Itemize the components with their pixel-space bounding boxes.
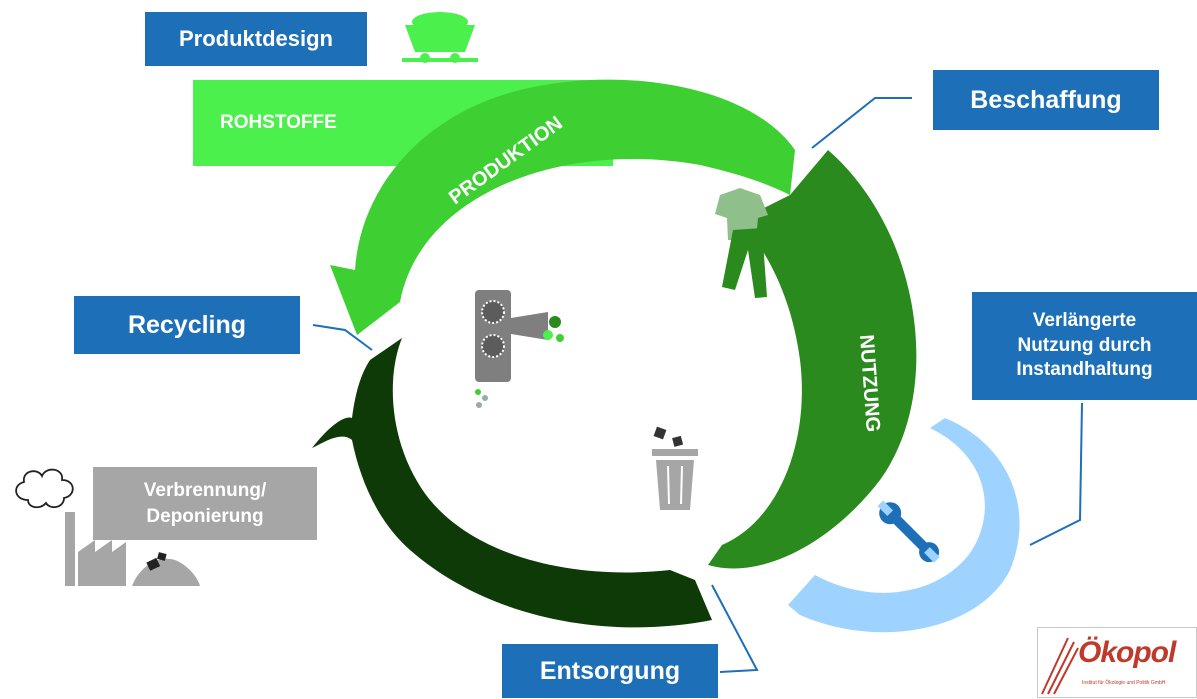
waste-pile-icon	[132, 552, 200, 586]
recycling-connector	[312, 324, 373, 351]
end-of-life-arc	[312, 338, 712, 628]
recycling-machine-icon	[475, 290, 564, 408]
entsorgung-label: Entsorgung	[539, 656, 681, 685]
verlaengerte-nutzung-box: Verlängerte Nutzung durch Instandhaltung	[972, 292, 1197, 400]
trash-bin-icon	[652, 426, 698, 510]
verlaengerte-connector	[1029, 402, 1083, 546]
instandhaltung-arc	[788, 418, 1020, 633]
oekopol-logo: Ökopol Institut für Ökologie und Politik…	[1037, 627, 1197, 698]
logo-wordmark: Ökopol	[1078, 636, 1176, 669]
nutzung-arc	[708, 150, 917, 569]
beschaffung-connector	[811, 97, 912, 149]
verlaengerte-line3: Instandhaltung	[1016, 359, 1153, 381]
verbrennung-line1: Verbrennung/	[143, 479, 267, 501]
produktion-arc	[330, 79, 795, 335]
logo-emblem	[1041, 637, 1079, 695]
verlaengerte-line1: Verlängerte	[1032, 309, 1137, 331]
recycling-label: Recycling	[127, 310, 247, 339]
smoke-cloud-icon	[15, 468, 74, 509]
wrench-icon	[877, 500, 940, 563]
rohstoffe-label: ROHSTOFFE	[220, 112, 337, 133]
factory-icon	[65, 512, 126, 586]
entsorgung-box: Entsorgung	[502, 644, 718, 698]
logo-subtitle: Institut für Ökologie und Politik GmbH	[1082, 680, 1166, 686]
produktdesign-label: Produktdesign	[178, 26, 333, 51]
recycling-box: Recycling	[74, 296, 300, 354]
beschaffung-label: Beschaffung	[970, 85, 1122, 114]
verbrennung-line2: Deponierung	[146, 505, 264, 527]
beschaffung-box: Beschaffung	[933, 70, 1159, 130]
verbrennung-deponierung-box: Verbrennung/ Deponierung	[93, 467, 317, 540]
clothing-icon	[715, 188, 768, 298]
verlaengerte-line2: Nutzung durch	[1017, 334, 1152, 356]
produktdesign-box: Produktdesign	[145, 12, 367, 66]
connector-lines	[312, 97, 1083, 673]
entsorgung-connector	[711, 584, 759, 673]
mine-cart-icon	[402, 12, 478, 63]
